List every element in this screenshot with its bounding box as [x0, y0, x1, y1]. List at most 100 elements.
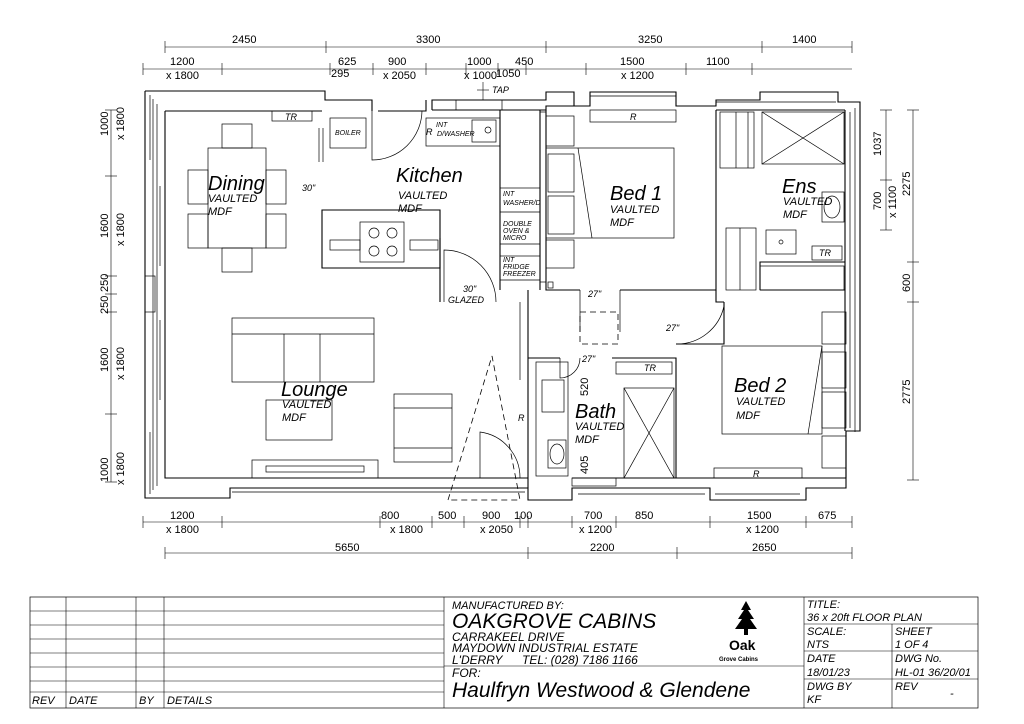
dining-chair: [265, 169, 287, 205]
dim-bottom-2200: 2200: [590, 542, 614, 554]
window: [455, 99, 503, 111]
dim-left-250-b: 250: [99, 296, 111, 314]
outer-walls: [144, 90, 861, 501]
dim-bottom-x1200-a: x 1200: [579, 524, 612, 536]
dim-bottom-675: 675: [818, 510, 836, 522]
dim-right-2775: 2775: [901, 380, 913, 404]
door-width-30-a: 30": [302, 183, 316, 193]
room-finish-dining: MDF: [208, 206, 233, 218]
room-ceiling-lounge: VAULTED: [282, 399, 331, 411]
dim-top-450: 450: [515, 56, 533, 68]
dim-bottom-800: 800: [381, 510, 399, 522]
dim-internal-405: 405: [579, 456, 591, 474]
manufactured-by-label: MANUFACTURED BY:: [452, 600, 564, 612]
date-value: 18/01/23: [807, 667, 851, 679]
door-width-27-a: 27": [587, 289, 602, 299]
dwg-by-value: KF: [807, 694, 822, 706]
r-label: R: [518, 413, 525, 423]
dim-top-2450: 2450: [232, 34, 256, 46]
telephone: TEL: (028) 7186 1166: [522, 653, 638, 667]
room-name-kitchen: Kitchen: [396, 165, 463, 187]
dwasher-label: D/WASHER: [437, 131, 475, 138]
fixture-labels: TR R TR TR R R R BOILER INT D/WASHER INT…: [285, 112, 831, 479]
dim-top-900: 900: [388, 56, 406, 68]
room-finish-bed2: MDF: [736, 410, 761, 422]
dining-chair: [187, 213, 209, 249]
room-ceiling-bed2: VAULTED: [736, 396, 785, 408]
dim-top-295: 295: [331, 68, 349, 80]
dim-internal-520: 520: [579, 378, 591, 396]
dim-right-600: 600: [901, 274, 913, 292]
dining-chair: [221, 247, 253, 273]
details-header: DETAILS: [167, 695, 213, 707]
rev-header: REV: [32, 695, 56, 707]
for-label: FOR:: [452, 666, 481, 680]
boiler-label: BOILER: [335, 130, 361, 137]
dim-top-1200: 1200: [170, 56, 194, 68]
micro-label: MICRO: [503, 235, 527, 242]
logo-main-text: Oak: [729, 637, 756, 653]
dim-left-x1800-c: x 1800: [115, 347, 127, 380]
tr-label: TR: [285, 112, 297, 122]
dim-bottom-850: 850: [635, 510, 653, 522]
dim-bottom-x1800-b: x 1800: [390, 524, 423, 536]
dim-top-1050: 1050: [496, 68, 520, 80]
dining-chair: [221, 123, 253, 149]
dining-chair: [187, 169, 209, 205]
armchair: [393, 393, 453, 463]
door-width-27-c: 27": [581, 354, 596, 364]
washer-int-label: INT: [503, 191, 515, 198]
bed-2: [721, 345, 823, 435]
furniture: [144, 99, 847, 487]
dim-right-1037: 1037: [872, 132, 884, 156]
room-name-bed2: Bed 2: [734, 375, 786, 397]
radiator: [713, 467, 803, 479]
dim-bottom-5650: 5650: [335, 542, 359, 554]
room-finish-ens: MDF: [783, 209, 808, 221]
bottom-dimensions: 1200 800 500 900 100 700 850 1500 675 x …: [142, 510, 853, 559]
fridge-int-label: INT: [503, 257, 515, 264]
room-labels: Dining VAULTED MDF Kitchen VAULTED MDF B…: [208, 165, 832, 446]
dim-top-1000: 1000: [467, 56, 491, 68]
room-finish-kitchen: MDF: [398, 203, 423, 215]
coffee-table: [265, 399, 333, 441]
dim-left-x1800-a: x 1800: [115, 107, 127, 140]
logo-sub-text: Grove Cabins: [719, 657, 759, 663]
dwg-no-value: HL-01 36/20/01: [895, 667, 971, 679]
fridge-label: FRIDGE: [503, 264, 530, 271]
kitchen-counter: [425, 117, 501, 147]
door-width-30-b: 30": [463, 284, 477, 294]
right-dimensions: 1037 700 2275 600 2775 x 1100: [872, 109, 919, 481]
dim-bottom-500: 500: [438, 510, 456, 522]
dim-left-1600-b: 1600: [99, 348, 111, 372]
dim-bottom-1200: 1200: [170, 510, 194, 522]
dim-bottom-100: 100: [514, 510, 532, 522]
left-dimensions: 1000 1600 250 250 1600 1000 x 1800 x 180…: [99, 107, 127, 485]
room-ceiling-bed1: VAULTED: [610, 204, 659, 216]
double-label: DOUBLE: [503, 221, 532, 228]
drawing-title: 36 x 20ft FLOOR PLAN: [807, 612, 922, 624]
toilet-icon: [547, 439, 567, 469]
dim-bottom-900: 900: [482, 510, 500, 522]
tv-unit: [251, 459, 379, 479]
glazed-label: GLAZED: [448, 295, 485, 305]
dim-top-x2050: x 2050: [383, 70, 416, 82]
dim-bottom-x1200-b: x 1200: [746, 524, 779, 536]
dim-top-x1200: x 1200: [621, 70, 654, 82]
dim-right-700: 700: [872, 192, 884, 210]
room-name-ens: Ens: [782, 176, 816, 198]
doors: [371, 110, 725, 501]
room-ceiling-ens: VAULTED: [783, 196, 832, 208]
dim-bottom-x1800-a: x 1800: [166, 524, 199, 536]
address-line-2: MAYDOWN INDUSTRIAL ESTATE: [452, 641, 639, 655]
sink-icon: [471, 119, 497, 143]
dim-left-250-a: 250: [99, 274, 111, 292]
client-name: Haulfryn Westwood & Glendene: [452, 679, 750, 702]
sheet-label: SHEET: [895, 626, 933, 638]
title-label: TITLE:: [807, 599, 840, 611]
sheet-value: 1 OF 4: [895, 639, 928, 651]
dim-top-1100: 1100: [706, 56, 730, 68]
toilet-icon: [821, 191, 845, 223]
bed-1: [545, 147, 675, 239]
